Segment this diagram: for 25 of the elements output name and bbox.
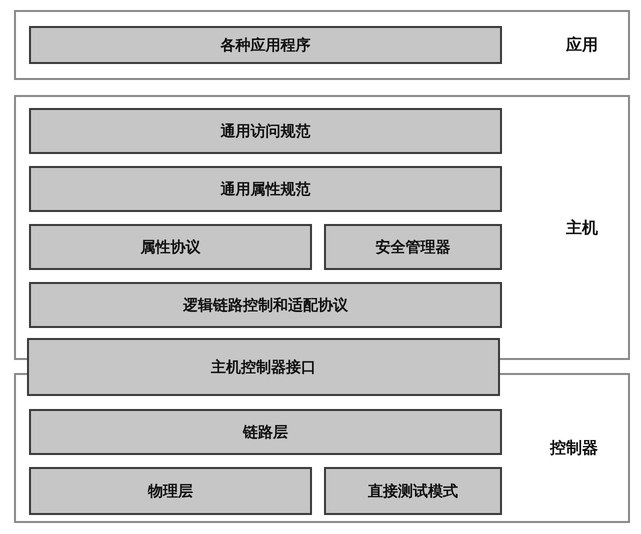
layer-box [27, 338, 500, 396]
layer-label: 各种应用程序 [220, 34, 310, 56]
layer-box [29, 108, 502, 154]
layer-label: 链路层 [243, 422, 288, 443]
layer-label: 主机控制器接口 [211, 356, 316, 378]
layer-frame [14, 95, 630, 360]
layer-title: 控制器 [550, 437, 598, 459]
layer-box [29, 224, 312, 270]
layer-label: 通用属性规范 [220, 178, 310, 200]
layer-box [29, 26, 502, 64]
layer-title: 主机 [566, 216, 598, 238]
layer-frame [14, 10, 630, 80]
layer-label: 属性协议 [140, 236, 200, 258]
layer-box [29, 467, 312, 515]
layer-box [29, 282, 502, 328]
layer-label: 安全管理器 [376, 236, 450, 258]
layer-label: 直接测试模式 [368, 480, 458, 502]
layer-label: 物理层 [148, 480, 193, 502]
layer-title: 应用 [566, 34, 598, 56]
layer-box [324, 224, 502, 270]
layer-box [29, 166, 502, 212]
layer-label: 通用访问规范 [220, 120, 310, 142]
layer-label: 逻辑链路控制和适配协议 [183, 294, 348, 316]
layer-box [29, 409, 502, 455]
layer-box [324, 467, 502, 515]
